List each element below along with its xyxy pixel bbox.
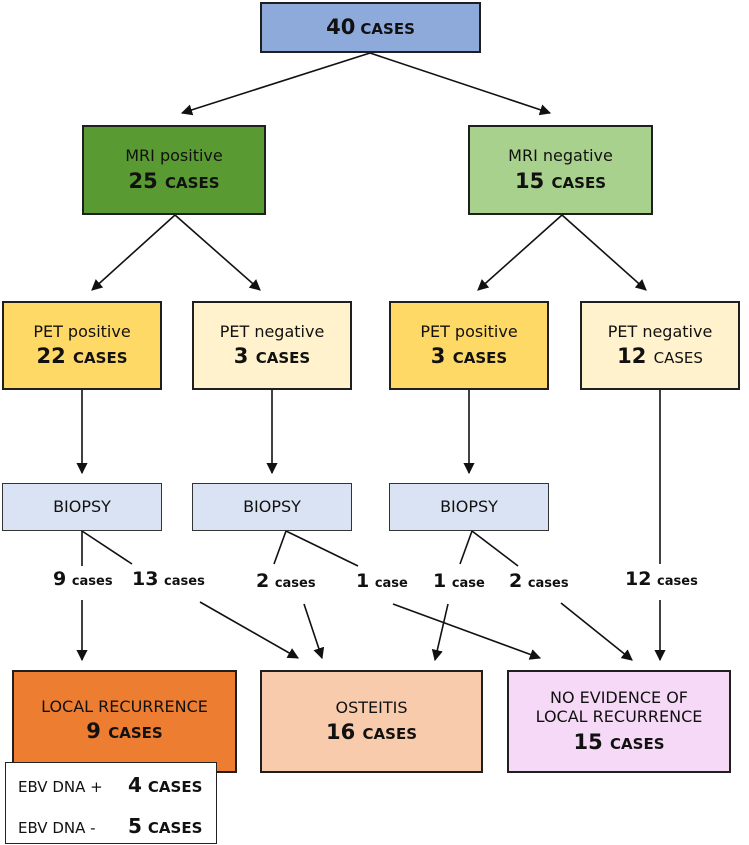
mri-negative-unit: CASES: [551, 173, 607, 192]
branch-label-b1-osteitis: 13 cases: [132, 568, 205, 590]
arrow-mri-pos-to-pet-pos: [91, 214, 176, 291]
osteitis-count: 16: [325, 720, 356, 744]
ebv-negative-count: 5: [128, 814, 142, 838]
mri-negative-label: MRI negative: [508, 146, 613, 166]
mri-positive-count: 25: [128, 168, 158, 193]
mri-negative-count: 15: [514, 168, 545, 193]
branch-label-pet-neg2-no-evidence: 12 cases: [625, 568, 698, 590]
pet-negative-node-1: PET negative 3 CASES: [192, 301, 352, 390]
arrow-b1-to-osteitis: [199, 601, 299, 659]
no-evidence-count: 15: [573, 729, 603, 754]
arrow-mri-pos-to-pet-neg: [174, 214, 261, 291]
ebv-positive-unit: CASES: [147, 778, 203, 796]
arrow-root-to-mri-positive: [180, 52, 371, 116]
biopsy-node-2: BIOPSY: [192, 483, 352, 531]
pet-negative-1-unit: CASES: [255, 349, 311, 367]
ebv-positive-count: 4: [128, 773, 142, 797]
mri-positive-node: MRI positive 25 CASES: [82, 125, 266, 215]
root-node: 40 CASES: [260, 2, 481, 53]
biopsy-node-3: BIOPSY: [389, 483, 549, 531]
arrow-mri-neg-to-pet-neg: [561, 214, 647, 291]
pet-negative-2-unit: CASES: [653, 349, 703, 367]
pet-positive-node-2: PET positive 3 CASES: [389, 301, 549, 390]
mri-positive-label: MRI positive: [125, 146, 223, 166]
root-count: 40: [326, 14, 356, 39]
osteitis-label: OSTEITIS: [335, 697, 408, 717]
biopsy-1-label: BIOPSY: [53, 497, 111, 517]
ebv-positive-label: EBV DNA +: [18, 778, 103, 796]
mri-positive-unit: CASES: [165, 173, 220, 192]
pet-positive-node-1: PET positive 22 CASES: [2, 301, 162, 390]
pet-positive-1-unit: CASES: [73, 349, 128, 367]
no-evidence-unit: CASES: [610, 734, 665, 753]
branch-label-b3-osteitis: 1 case: [433, 570, 485, 592]
line-b2-left: [273, 530, 287, 565]
pet-positive-2-count: 3: [430, 344, 446, 368]
pet-positive-2-label: PET positive: [420, 321, 518, 341]
root-unit: CASES: [360, 19, 415, 38]
local-recurrence-node: LOCAL RECURRENCE 9 CASES: [12, 670, 237, 773]
no-evidence-node: NO EVIDENCE OF LOCAL RECURRENCE 15 CASES: [507, 670, 731, 773]
biopsy-2-label: BIOPSY: [243, 497, 301, 517]
pet-positive-1-count: 22: [36, 344, 66, 368]
line-b2-right: [285, 530, 359, 567]
arrow-b3-to-no-evidence: [560, 602, 633, 661]
pet-positive-2-unit: CASES: [452, 349, 508, 367]
arrow-b3-to-osteitis: [431, 603, 449, 662]
arrow-b2-to-no-evidence: [392, 603, 542, 660]
arrow-b2-to-osteitis: [303, 603, 325, 660]
branch-label-b3-no-evidence: 2 cases: [509, 570, 569, 592]
ebv-negative-row: EBV DNA - 5 CASES: [18, 814, 202, 838]
pet-negative-1-count: 3: [233, 344, 249, 368]
pet-negative-node-2: PET negative 12 CASES: [580, 301, 740, 390]
biopsy-3-label: BIOPSY: [440, 497, 498, 517]
local-recurrence-label: LOCAL RECURRENCE: [41, 697, 208, 716]
line-b3-left: [459, 530, 473, 565]
line-b1-right: [81, 530, 133, 565]
pet-negative-2-count: 12: [617, 344, 647, 368]
ebv-negative-unit: CASES: [147, 819, 203, 837]
branch-label-b2-no-evidence: 1 case: [356, 570, 408, 592]
biopsy-node-1: BIOPSY: [2, 483, 162, 531]
ebv-negative-label: EBV DNA -: [18, 819, 96, 837]
branch-label-b2-osteitis: 2 cases: [256, 570, 316, 592]
arrow-mri-neg-to-pet-pos: [477, 214, 563, 291]
pet-positive-1-label: PET positive: [33, 321, 131, 341]
line-b3-right: [471, 530, 519, 567]
pet-negative-2-label: PET negative: [607, 321, 713, 341]
osteitis-unit: CASES: [362, 725, 418, 743]
ebv-dna-box: EBV DNA + 4 CASES EBV DNA - 5 CASES: [5, 762, 217, 844]
ebv-positive-row: EBV DNA + 4 CASES: [18, 773, 202, 797]
no-evidence-label-2: LOCAL RECURRENCE: [535, 707, 703, 727]
mri-negative-node: MRI negative 15 CASES: [468, 125, 653, 215]
osteitis-node: OSTEITIS 16 CASES: [260, 670, 483, 773]
local-recurrence-unit: CASES: [108, 724, 163, 743]
branch-label-b1-recurrence: 9 cases: [53, 568, 113, 590]
arrow-root-to-mri-negative: [369, 52, 552, 116]
no-evidence-label-1: NO EVIDENCE OF: [550, 688, 688, 708]
local-recurrence-count: 9: [86, 719, 101, 744]
pet-negative-1-label: PET negative: [219, 321, 325, 341]
